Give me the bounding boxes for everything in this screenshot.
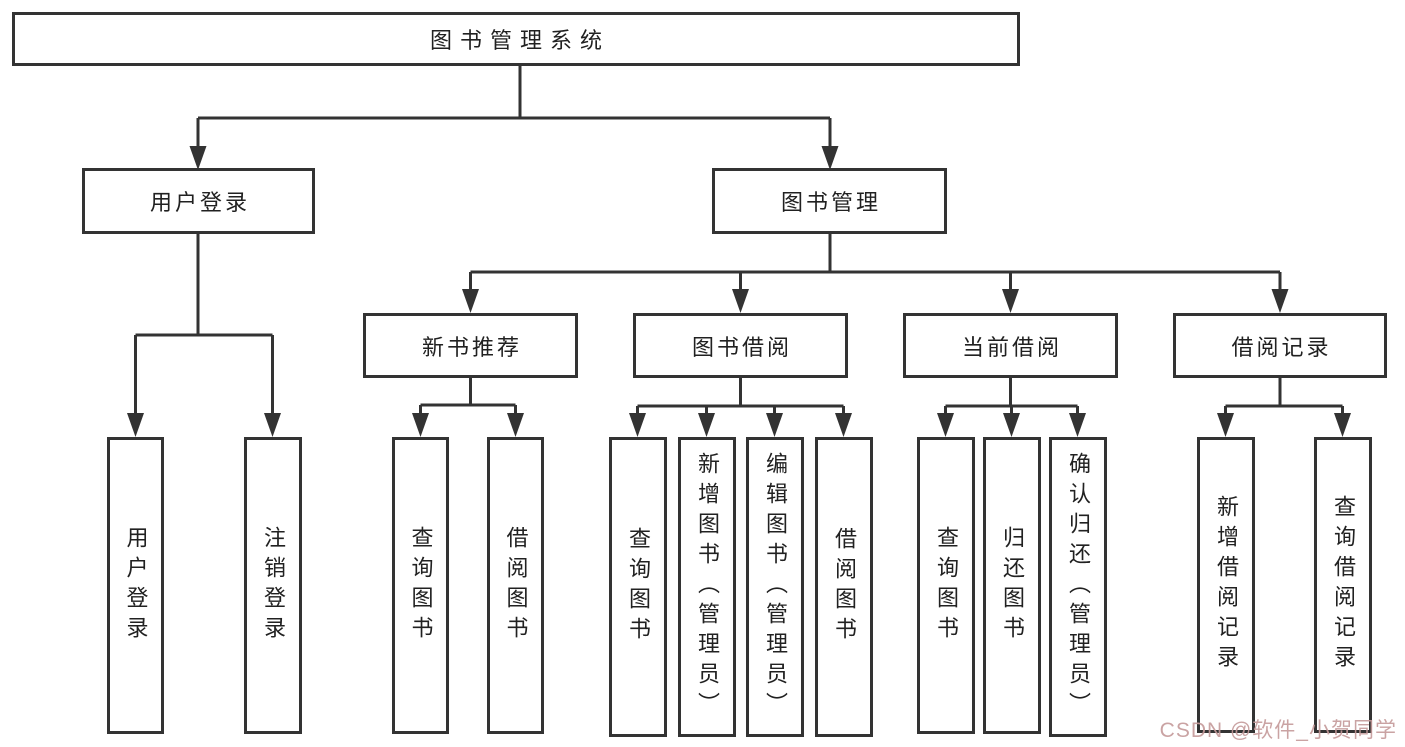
node-book-management: 图书管理 — [712, 168, 947, 234]
node-borrow-records-label: 借阅记录 — [1231, 334, 1332, 360]
node-query-books-current: 查询图书 — [917, 437, 975, 734]
node-confirm-return-admin: 确认归还（管理员） — [1049, 437, 1107, 737]
node-query-books-borrow-label: 查询图书 — [626, 527, 651, 647]
connector-book-management — [469, 234, 1282, 295]
node-user-login: 用户登录 — [82, 168, 315, 234]
node-user-login-leaf-label: 用户登录 — [123, 525, 149, 646]
node-book-borrow-label: 图书借阅 — [691, 334, 792, 360]
node-add-books-admin: 新增图书（管理员） — [678, 437, 736, 737]
connector-borrow-records — [1224, 378, 1344, 419]
node-return-books-label: 归还图书 — [1000, 525, 1025, 646]
csdn-watermark: CSDN @软件_小贺同学 — [1159, 719, 1397, 742]
node-add-books-admin-label: 新增图书（管理员） — [695, 452, 720, 722]
node-return-books: 归还图书 — [983, 437, 1041, 734]
node-query-books-recommend: 查询图书 — [392, 437, 449, 734]
node-borrow-books-recommend: 借阅图书 — [487, 437, 544, 734]
node-logout-leaf-label: 注销登录 — [261, 525, 286, 646]
connector-book-borrow — [636, 378, 845, 419]
node-logout-leaf: 注销登录 — [244, 437, 302, 734]
node-new-book-recommend-label: 新书推荐 — [421, 334, 522, 360]
node-root-label: 图书管理系统 — [429, 28, 610, 53]
node-borrow-records: 借阅记录 — [1173, 313, 1387, 378]
node-user-login-label: 用户登录 — [149, 190, 250, 215]
node-borrow-books-leaf: 借阅图书 — [815, 437, 873, 737]
node-confirm-return-admin-label: 确认归还（管理员） — [1066, 452, 1091, 722]
node-book-borrow: 图书借阅 — [633, 313, 848, 378]
node-add-borrow-record: 新增借阅记录 — [1197, 437, 1255, 733]
node-new-book-recommend: 新书推荐 — [363, 313, 578, 378]
node-query-books-borrow: 查询图书 — [609, 437, 667, 737]
node-query-books-recommend-label: 查询图书 — [408, 525, 434, 646]
connector-current-borrow — [944, 378, 1079, 419]
node-query-books-current-label: 查询图书 — [934, 525, 959, 646]
node-query-borrow-record: 查询借阅记录 — [1314, 437, 1372, 733]
node-book-management-label: 图书管理 — [780, 190, 881, 215]
connector-user-login — [134, 234, 274, 419]
connector-root — [196, 66, 832, 148]
node-borrow-books-recommend-label: 借阅图书 — [503, 525, 529, 646]
node-query-borrow-record-label: 查询借阅记录 — [1331, 495, 1356, 675]
node-add-borrow-record-label: 新增借阅记录 — [1214, 495, 1239, 675]
connector-new-book-recommend — [419, 378, 517, 419]
node-edit-books-admin-label: 编辑图书（管理员） — [763, 452, 788, 722]
node-user-login-leaf: 用户登录 — [107, 437, 164, 734]
node-root: 图书管理系统 — [12, 12, 1020, 66]
node-edit-books-admin: 编辑图书（管理员） — [746, 437, 804, 737]
node-borrow-books-leaf-label: 借阅图书 — [832, 527, 857, 647]
arrow-heads — [127, 146, 1351, 437]
node-current-borrow: 当前借阅 — [903, 313, 1118, 378]
node-current-borrow-label: 当前借阅 — [961, 334, 1062, 360]
